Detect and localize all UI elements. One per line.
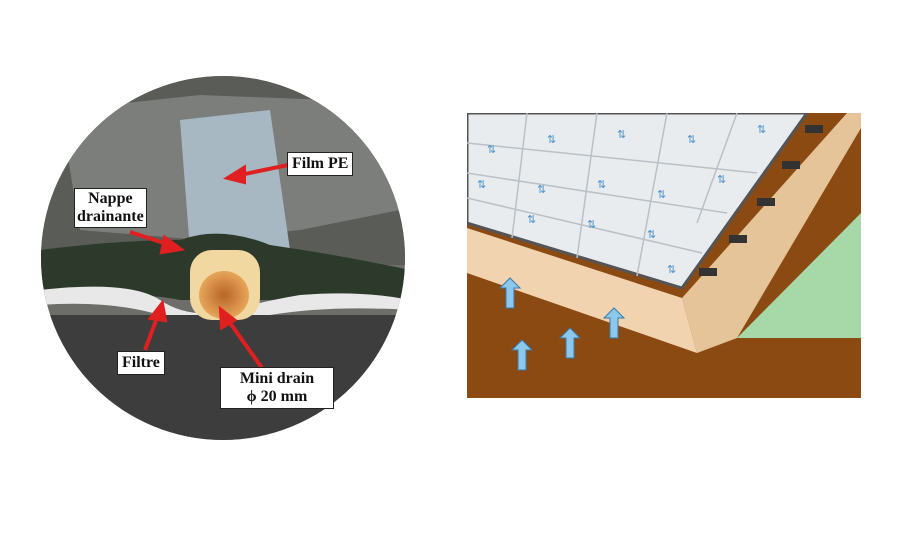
green-area <box>737 113 861 338</box>
svg-text:⇅: ⇅ <box>477 178 486 191</box>
drainage-system-diagram: ⇅ ⇅ ⇅ ⇅ ⇅ ⇅ ⇅ ⇅ ⇅ ⇅ ⇅ ⇅ ⇅ ⇅ <box>467 113 861 398</box>
label-nappe-drainante: Nappe drainante <box>74 188 147 228</box>
svg-text:⇅: ⇅ <box>617 128 626 141</box>
svg-text:⇅: ⇅ <box>647 228 656 241</box>
mini-drains <box>699 125 823 276</box>
label-film-pe: Film PE <box>287 152 354 176</box>
svg-text:⇅: ⇅ <box>547 133 556 146</box>
drain-cross-section-photo <box>41 76 405 440</box>
svg-text:⇅: ⇅ <box>487 143 496 156</box>
svg-text:⇅: ⇅ <box>667 263 676 276</box>
svg-text:⇅: ⇅ <box>527 213 536 226</box>
flow-arrows: ⇅ ⇅ ⇅ ⇅ ⇅ ⇅ ⇅ ⇅ ⇅ ⇅ ⇅ ⇅ ⇅ ⇅ <box>477 123 766 276</box>
svg-text:⇅: ⇅ <box>587 218 596 231</box>
svg-text:⇅: ⇅ <box>537 183 546 196</box>
sheet-grid <box>467 113 758 277</box>
svg-text:⇅: ⇅ <box>687 133 696 146</box>
svg-text:⇅: ⇅ <box>597 178 606 191</box>
svg-text:⇅: ⇅ <box>757 123 766 136</box>
label-filtre: Filtre <box>117 351 165 375</box>
label-diameter: ϕ 20 mm <box>246 388 308 405</box>
label-mini-drain-name: Mini drain <box>239 370 315 387</box>
svg-text:⇅: ⇅ <box>717 173 726 186</box>
arrows <box>129 163 289 370</box>
upward-water-arrows <box>498 277 626 371</box>
label-nappe-line1: Nappe <box>88 190 133 207</box>
drainage-sheet <box>467 113 809 290</box>
label-mini-drain: Mini drain ϕ 20 mm <box>220 367 334 409</box>
sand-bank <box>682 113 861 353</box>
svg-text:⇅: ⇅ <box>657 188 666 201</box>
sand-layer <box>467 228 697 353</box>
label-nappe-line2: drainante <box>77 208 144 225</box>
filter-layer <box>41 286 405 315</box>
